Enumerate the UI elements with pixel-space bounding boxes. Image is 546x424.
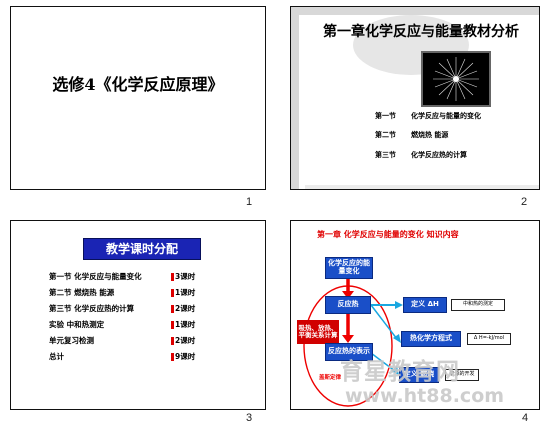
slide-1[interactable]: 选修4《化学反应原理》 bbox=[10, 6, 266, 190]
page-number-2: 2 bbox=[521, 196, 528, 208]
chapter-row-1: 第一节 化学反应与能量的变化 bbox=[375, 111, 481, 121]
chapter-row-3: 第三节 化学反应热的计算 bbox=[375, 150, 467, 160]
energy-change-box: 化学反应的能量变化 bbox=[325, 257, 373, 279]
hours-value: 3课时 bbox=[175, 272, 196, 281]
neutralization-note: 中和热的测定 bbox=[451, 299, 505, 311]
slide-2[interactable]: 第一章化学反应与能量教材分析 第一节 化学反应与能量的变化 第二节 燃烧热 能源 第… bbox=[290, 6, 540, 190]
lesson-hours-3: 2课时 bbox=[171, 303, 195, 314]
lesson-hours-5: 2课时 bbox=[171, 335, 195, 346]
fireworks-icon bbox=[433, 57, 479, 101]
section-label: 第二节 bbox=[375, 131, 396, 139]
hours-value: 1课时 bbox=[175, 320, 196, 329]
hours-value: 2课时 bbox=[175, 304, 196, 313]
lesson-row-1: 第一节 化学反应与能量变化 bbox=[49, 272, 142, 281]
hours-value: 1课时 bbox=[175, 288, 196, 297]
lesson-row-4: 实验 中和热测定 bbox=[49, 320, 105, 329]
lesson-hours-1: 3课时 bbox=[171, 271, 195, 282]
lesson-row-5: 单元复习检测 bbox=[49, 336, 94, 345]
fireworks-image bbox=[421, 51, 491, 107]
energy-source-note: 能源的开发 bbox=[445, 369, 479, 381]
lesson-hours-4: 1课时 bbox=[171, 319, 195, 330]
section-label: 第三节 bbox=[375, 151, 396, 159]
slide-2-title: 第一章化学反应与能量教材分析 bbox=[323, 24, 519, 40]
representation-box: 反应热的表示 bbox=[325, 343, 373, 361]
slide-4[interactable]: 第一章 化学反应与能量的变化 知识内容 化学反应的能量变化 反应热 吸热、放热、… bbox=[290, 220, 540, 410]
page-number-4: 4 bbox=[522, 412, 529, 424]
section-name: 化学反应与能量的变化 bbox=[411, 112, 481, 120]
slide-3-title: 教学课时分配 bbox=[83, 238, 201, 260]
lesson-hours-6: 9课时 bbox=[171, 351, 195, 362]
chapter-row-2: 第二节 燃烧热 能源 bbox=[375, 130, 448, 140]
section-name: 化学反应热的计算 bbox=[411, 151, 467, 159]
lesson-row-3: 第三节 化学反应热的计算 bbox=[49, 304, 135, 313]
side-label: 吸热、放热、平衡关系计算 bbox=[297, 320, 339, 344]
concept-map-lines bbox=[303, 279, 403, 407]
definition-box: 定义 ΔH bbox=[403, 297, 447, 313]
thermo-equation-box: 热化学方程式 bbox=[401, 331, 461, 347]
hours-value: 2课时 bbox=[175, 336, 196, 345]
thermo-note: Δ H=-kJ/mol bbox=[467, 333, 511, 345]
combustion-box: 定义 燃烧 bbox=[399, 367, 439, 383]
slide-4-title: 第一章 化学反应与能量的变化 知识内容 bbox=[317, 230, 459, 239]
slide-1-title: 选修4《化学反应原理》 bbox=[52, 75, 224, 94]
definition-text: 定义 ΔH bbox=[411, 300, 439, 309]
hess-law-label: 盖斯定律 bbox=[319, 375, 342, 381]
section-label: 第一节 bbox=[375, 112, 396, 120]
lesson-row-2: 第二节 燃烧热 能源 bbox=[49, 288, 115, 297]
page-number-3: 3 bbox=[246, 412, 253, 424]
hours-value: 9课时 bbox=[175, 352, 196, 361]
watermark-line-2: www.ht88.com bbox=[345, 385, 505, 407]
section-name: 燃烧热 能源 bbox=[411, 131, 449, 139]
reaction-heat-box: 反应热 bbox=[325, 296, 371, 314]
watermark-line-1: 育星教育网 bbox=[340, 359, 460, 385]
lesson-hours-2: 1课时 bbox=[171, 287, 195, 298]
slide-3[interactable]: 教学课时分配 第一节 化学反应与能量变化 3课时 第二节 燃烧热 能源 1课时 … bbox=[10, 220, 266, 410]
lesson-row-6: 总计 bbox=[49, 352, 64, 361]
page-number-1: 1 bbox=[246, 196, 253, 208]
